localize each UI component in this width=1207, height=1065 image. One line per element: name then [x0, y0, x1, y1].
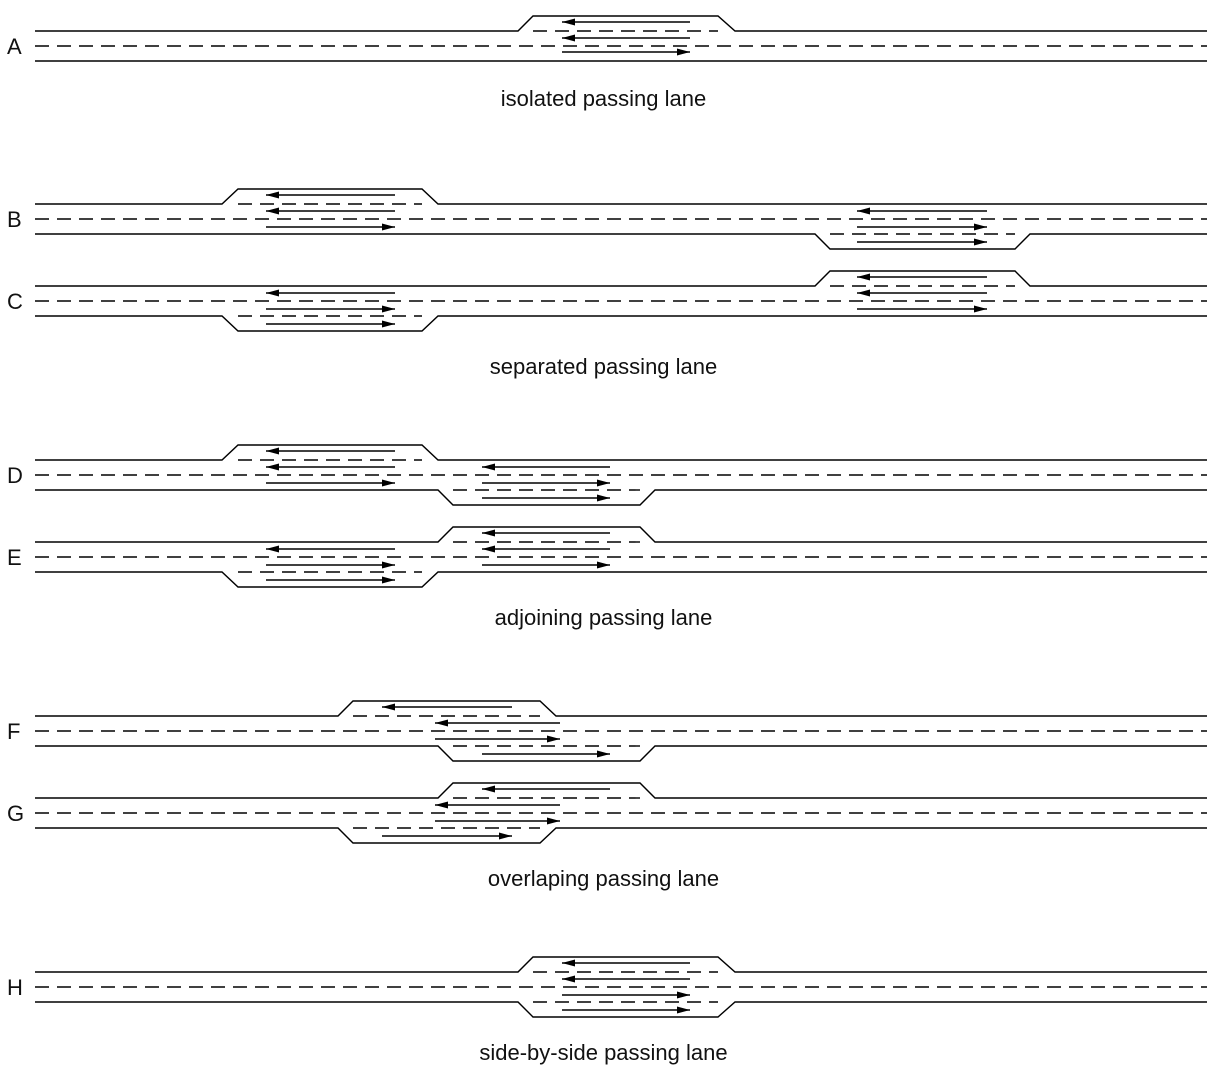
row-e-top-edge	[35, 526, 1207, 543]
row-g-arrow-2-head	[435, 801, 448, 809]
row-d-bottom-edge	[35, 489, 1207, 506]
row-c-arrow-3-head	[382, 320, 395, 328]
row-e-arrow-2-head	[382, 561, 395, 569]
row-label-e: E	[7, 545, 22, 570]
row-g-bottom-edge	[35, 827, 1207, 844]
row-e-bottom-edge	[35, 571, 1207, 588]
row-g-arrow-3-head	[547, 817, 560, 825]
row-c-arrow-2-head	[382, 305, 395, 313]
row-b-arrow-5-head	[857, 207, 870, 215]
row-b-arrow-1-head	[266, 191, 279, 199]
row-label-d: D	[7, 463, 23, 488]
row-h-arrow-5-head	[677, 1006, 690, 1014]
caption-overlapping: overlaping passing lane	[487, 866, 720, 891]
row-label-a: A	[7, 34, 22, 59]
row-label-c: C	[7, 289, 23, 314]
row-d-arrow-5-head	[482, 463, 495, 471]
row-f-arrow-5-head	[597, 750, 610, 758]
row-c-arrow-7-head	[974, 305, 987, 313]
row-f-bottom-edge	[35, 745, 1207, 762]
row-h-top-edge	[35, 956, 1207, 973]
row-b-arrow-2-head	[266, 207, 279, 215]
row-c-arrow-5-head	[857, 273, 870, 281]
row-c-bottom-edge	[35, 315, 1207, 332]
row-b-top-edge	[35, 188, 1207, 205]
row-d-arrow-7-head	[597, 494, 610, 502]
row-e-arrow-5-head	[482, 529, 495, 537]
row-g-top-edge	[35, 782, 1207, 799]
row-f-arrow-1-head	[382, 703, 395, 711]
row-g-arrow-1-head	[482, 785, 495, 793]
row-d-arrow-2-head	[266, 463, 279, 471]
row-h-arrow-2-head	[562, 959, 575, 967]
road-layouts	[35, 15, 1207, 1018]
row-d-arrow-6-head	[597, 479, 610, 487]
row-label-b: B	[7, 207, 22, 232]
row-f-arrow-3-head	[547, 735, 560, 743]
row-h-bottom-edge	[35, 1001, 1207, 1018]
row-label-f: F	[7, 719, 21, 744]
row-label-h: H	[7, 975, 23, 1000]
row-e-arrow-3-head	[382, 576, 395, 584]
row-b-arrow-3-head	[382, 223, 395, 231]
row-c-arrow-6-head	[857, 289, 870, 297]
caption-adjoining: adjoining passing lane	[494, 605, 713, 630]
row-c-arrow-1-head	[266, 289, 279, 297]
row-d-arrow-1-head	[266, 447, 279, 455]
caption-isolated: isolated passing lane	[500, 86, 707, 111]
row-e-arrow-7-head	[597, 561, 610, 569]
row-label-g: G	[7, 801, 25, 826]
row-c-top-edge	[35, 270, 1207, 287]
row-d-top-edge	[35, 444, 1207, 461]
row-e-arrow-6-head	[482, 545, 495, 553]
row-e-arrow-1-head	[266, 545, 279, 553]
row-b-arrow-7-head	[974, 238, 987, 246]
row-a-arrow-2-head	[562, 34, 575, 42]
caption-separated: separated passing lane	[489, 354, 718, 379]
row-b-arrow-6-head	[974, 223, 987, 231]
row-f-arrow-2-head	[435, 719, 448, 727]
row-b-bottom-edge	[35, 233, 1207, 250]
caption-side-by-side: side-by-side passing lane	[479, 1040, 728, 1065]
row-a-arrow-1-head	[562, 18, 575, 26]
row-h-arrow-3-head	[562, 975, 575, 983]
row-g-arrow-5-head	[499, 832, 512, 840]
row-d-arrow-3-head	[382, 479, 395, 487]
row-a-arrow-3-head	[677, 48, 690, 56]
row-f-top-edge	[35, 700, 1207, 717]
row-a-top-edge	[35, 15, 1207, 32]
row-h-arrow-4-head	[677, 991, 690, 999]
